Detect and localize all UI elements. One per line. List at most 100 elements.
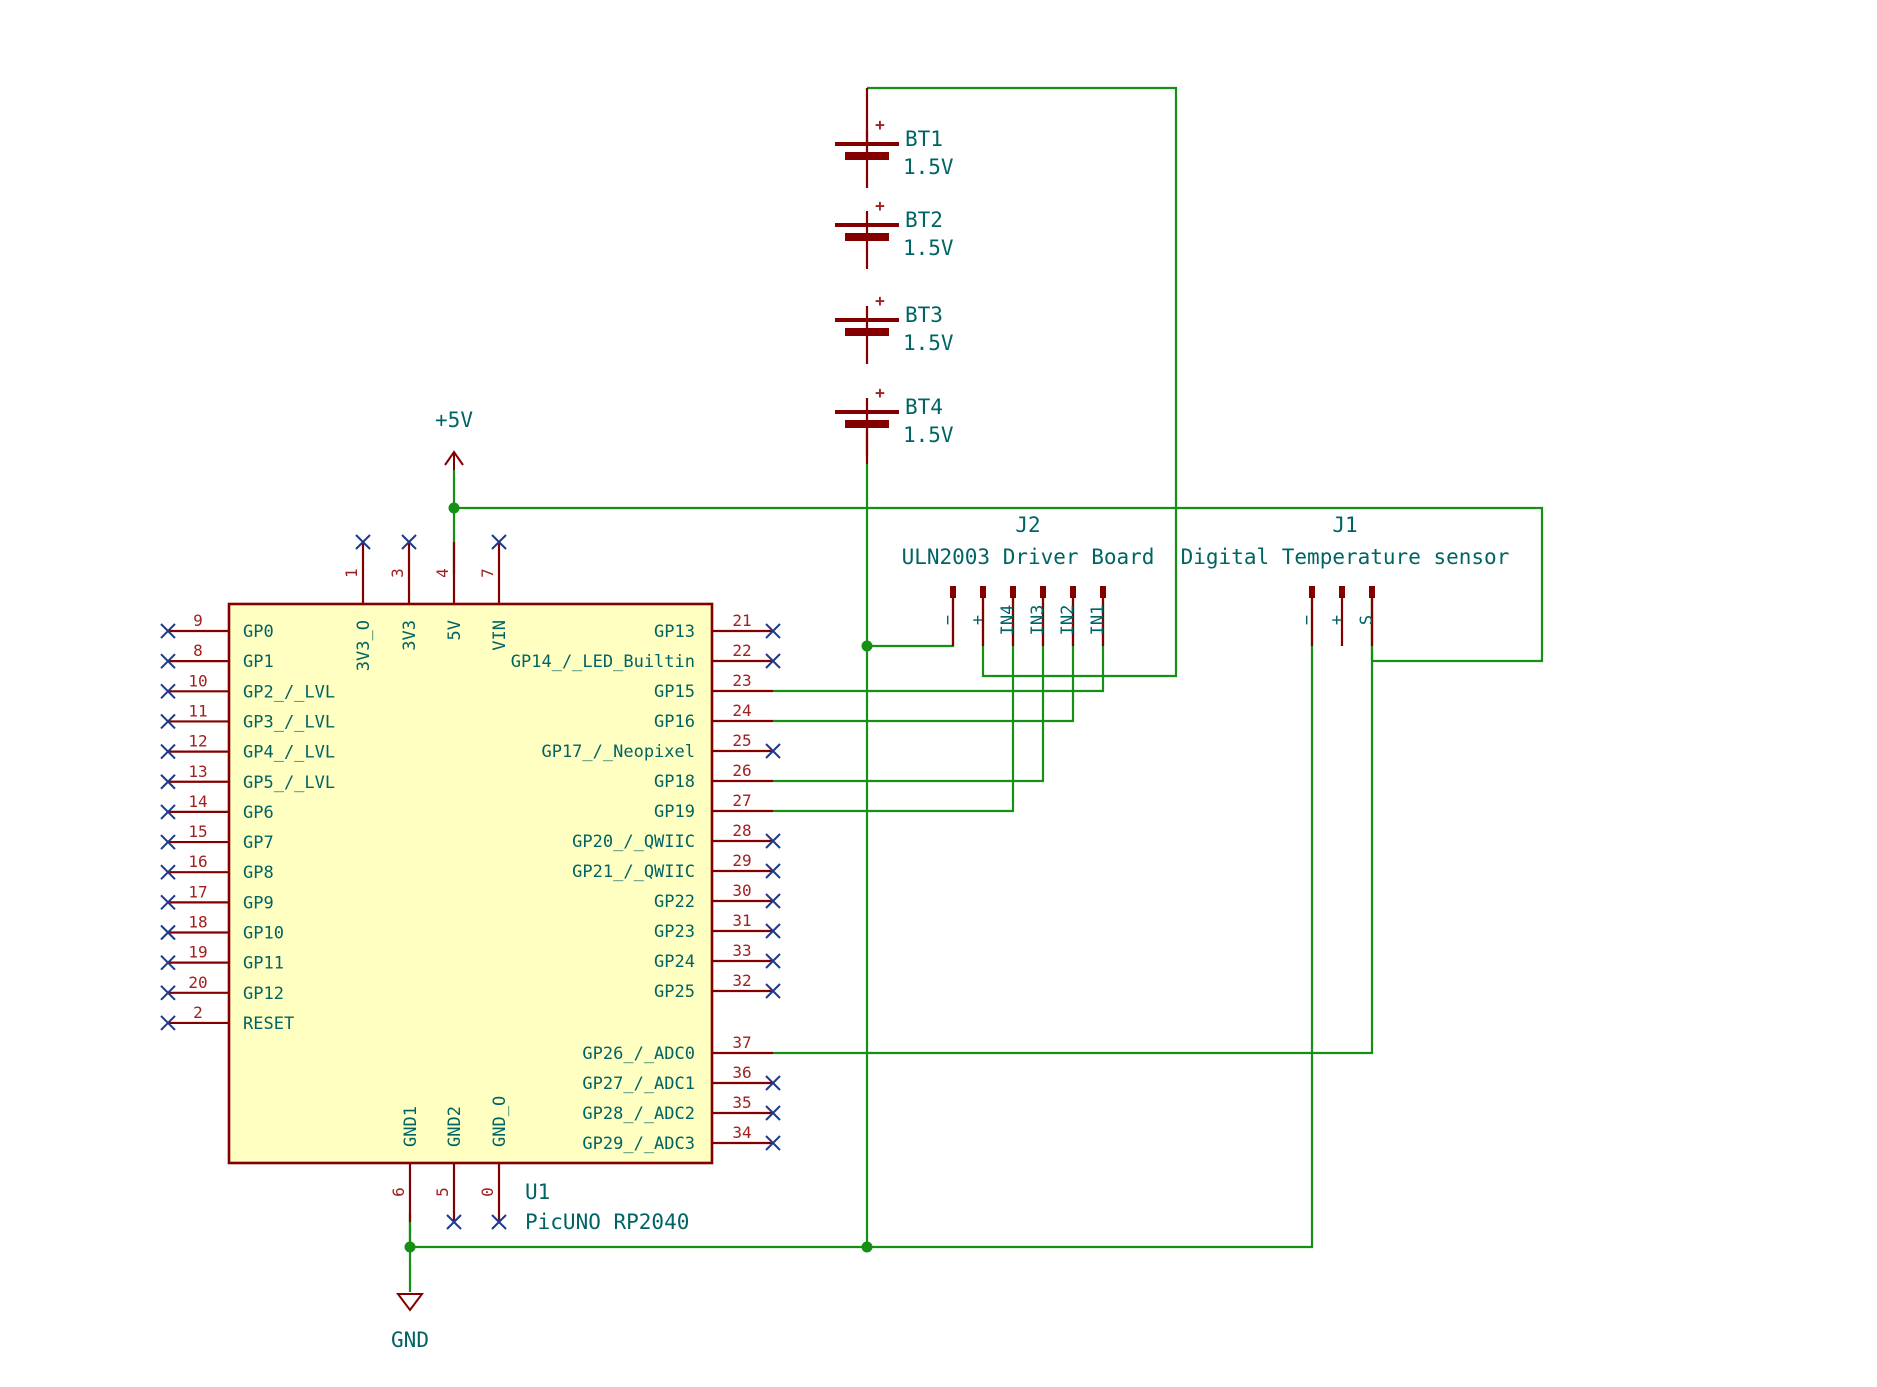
battery-plus-sign: + [875,383,885,402]
u1-pin-number: 2 [193,1003,203,1022]
wire-gp26-signal [773,590,1374,1055]
no-connect-icon [765,1135,781,1151]
u1-pin-number: 26 [732,761,751,780]
j1-pin-stub [1309,586,1315,598]
u1-value: PicUNO RP2040 [525,1210,689,1234]
junction-j2-minus [861,640,873,652]
wire-gp19-in4 [773,590,1015,813]
no-connect-icon [160,985,176,1001]
u1-pin-number: 9 [193,611,203,630]
u1-pin-number: 27 [732,791,751,810]
u1-pin-name: GP5_/_LVL [243,773,335,793]
u1-pin-name: GP26_/_ADC0 [582,1044,695,1064]
u1-pin-name: GP15 [654,682,695,702]
j2-pin-stub [950,586,956,598]
j2-value: ULN2003 Driver Board [902,545,1155,569]
gnd-triangle [396,1293,424,1312]
u1-pin-name: GP22 [654,892,695,912]
wire-gp18-in3 [773,590,1045,783]
no-connect-icon [160,774,176,790]
u1-pin-name: GND1 [401,1106,421,1147]
junctions [404,502,873,1253]
battery-ref: BT3 [905,303,943,327]
u1-pin-name: GP29_/_ADC3 [582,1134,695,1154]
u1-pin-name: RESET [243,1014,294,1034]
no-connect-icon [401,534,417,550]
u1-pin-name: 3V3_O [354,620,374,671]
j2-ref: J2 [1015,513,1040,537]
no-connect-icon [491,534,507,550]
no-connect-icon [160,653,176,669]
j2-pin-label: − [938,615,958,625]
no-connect-icon [765,833,781,849]
u1-pin-number: 23 [732,671,751,690]
no-connect-icon [160,1015,176,1031]
u1-pin-number: 33 [732,941,751,960]
vcc-label: +5V [435,408,473,432]
no-connect-icon [765,953,781,969]
u1-pin-name: GP0 [243,622,274,642]
u1-pin-number: 15 [188,822,207,841]
no-connect-icon [160,924,176,941]
u1-pin-number: 11 [188,701,207,720]
no-connect-icon [765,983,781,999]
u1-pin-name: GP28_/_ADC2 [582,1104,695,1124]
u1-pin-number: 28 [732,821,751,840]
u1-pin-number: 17 [188,882,207,901]
no-connect-icon [765,1105,781,1121]
u1-pin-number: 8 [193,641,203,660]
u1-pin-name: GND_O [490,1096,510,1147]
j2-pin-stub [1040,586,1046,598]
u1-pin-name: 3V3 [400,620,420,651]
no-connect-icon [160,894,176,911]
u1-pin-number: 3 [388,568,407,578]
no-connect-icon [160,834,176,850]
u1-pin-number: 29 [732,851,751,870]
u1-pin-number: 19 [188,943,207,962]
u1-pin-number: 12 [188,732,207,751]
j1-ref: J1 [1332,513,1357,537]
u1-pin-name: GP4_/_LVL [243,743,335,763]
battery-ref: BT1 [905,127,943,151]
u1-pin-number: 7 [478,568,497,578]
gnd-label: GND [391,1328,429,1352]
wire-gnd-rail [410,590,1314,1249]
junction-5v [448,502,460,514]
no-connect-icon [160,743,176,760]
j2-pin-label: IN3 [1028,605,1048,636]
j1-pin-label: S [1357,615,1377,625]
u1-pin-number: 31 [732,911,751,930]
u1-pin-name: GND2 [445,1106,465,1147]
u1-pin-name: 5V [445,620,465,640]
no-connect-icon [160,713,176,730]
u1-pin-number: 4 [433,568,452,578]
u1-pin-number: 10 [188,671,207,690]
j1-pin-stub [1369,586,1375,598]
u1-pin-number: 20 [188,973,207,992]
u1-pin-name: GP18 [654,772,695,792]
u1-pin-number: 1 [342,568,361,578]
u1-pin-name: GP23 [654,922,695,942]
u1-pin-name: GP17_/_Neopixel [541,742,695,762]
no-connect-icon [160,954,176,971]
no-connect-icon [765,863,781,879]
no-connect-icon [491,1214,507,1230]
u1-pin-number: 13 [188,762,207,781]
no-connect-icon [160,623,176,639]
battery-value: 1.5V [903,423,954,447]
u1-pin-name: GP16 [654,712,695,732]
u1-pin-name: GP10 [243,924,284,944]
u1-pin-number: 21 [732,611,751,630]
u1-pin-number: 16 [188,852,207,871]
u1-pin-number: 6 [389,1187,408,1197]
battery-plus-sign: + [875,115,885,134]
no-connect-icon [160,804,176,820]
battery-ref: BT2 [905,208,943,232]
u1-pin-number: 0 [478,1187,497,1197]
u1-pin-number: 30 [732,881,751,900]
wire-battery-top [867,86,1178,678]
j1-temperature-sensor: J1 Digital Temperature sensor −+S [1181,513,1509,646]
